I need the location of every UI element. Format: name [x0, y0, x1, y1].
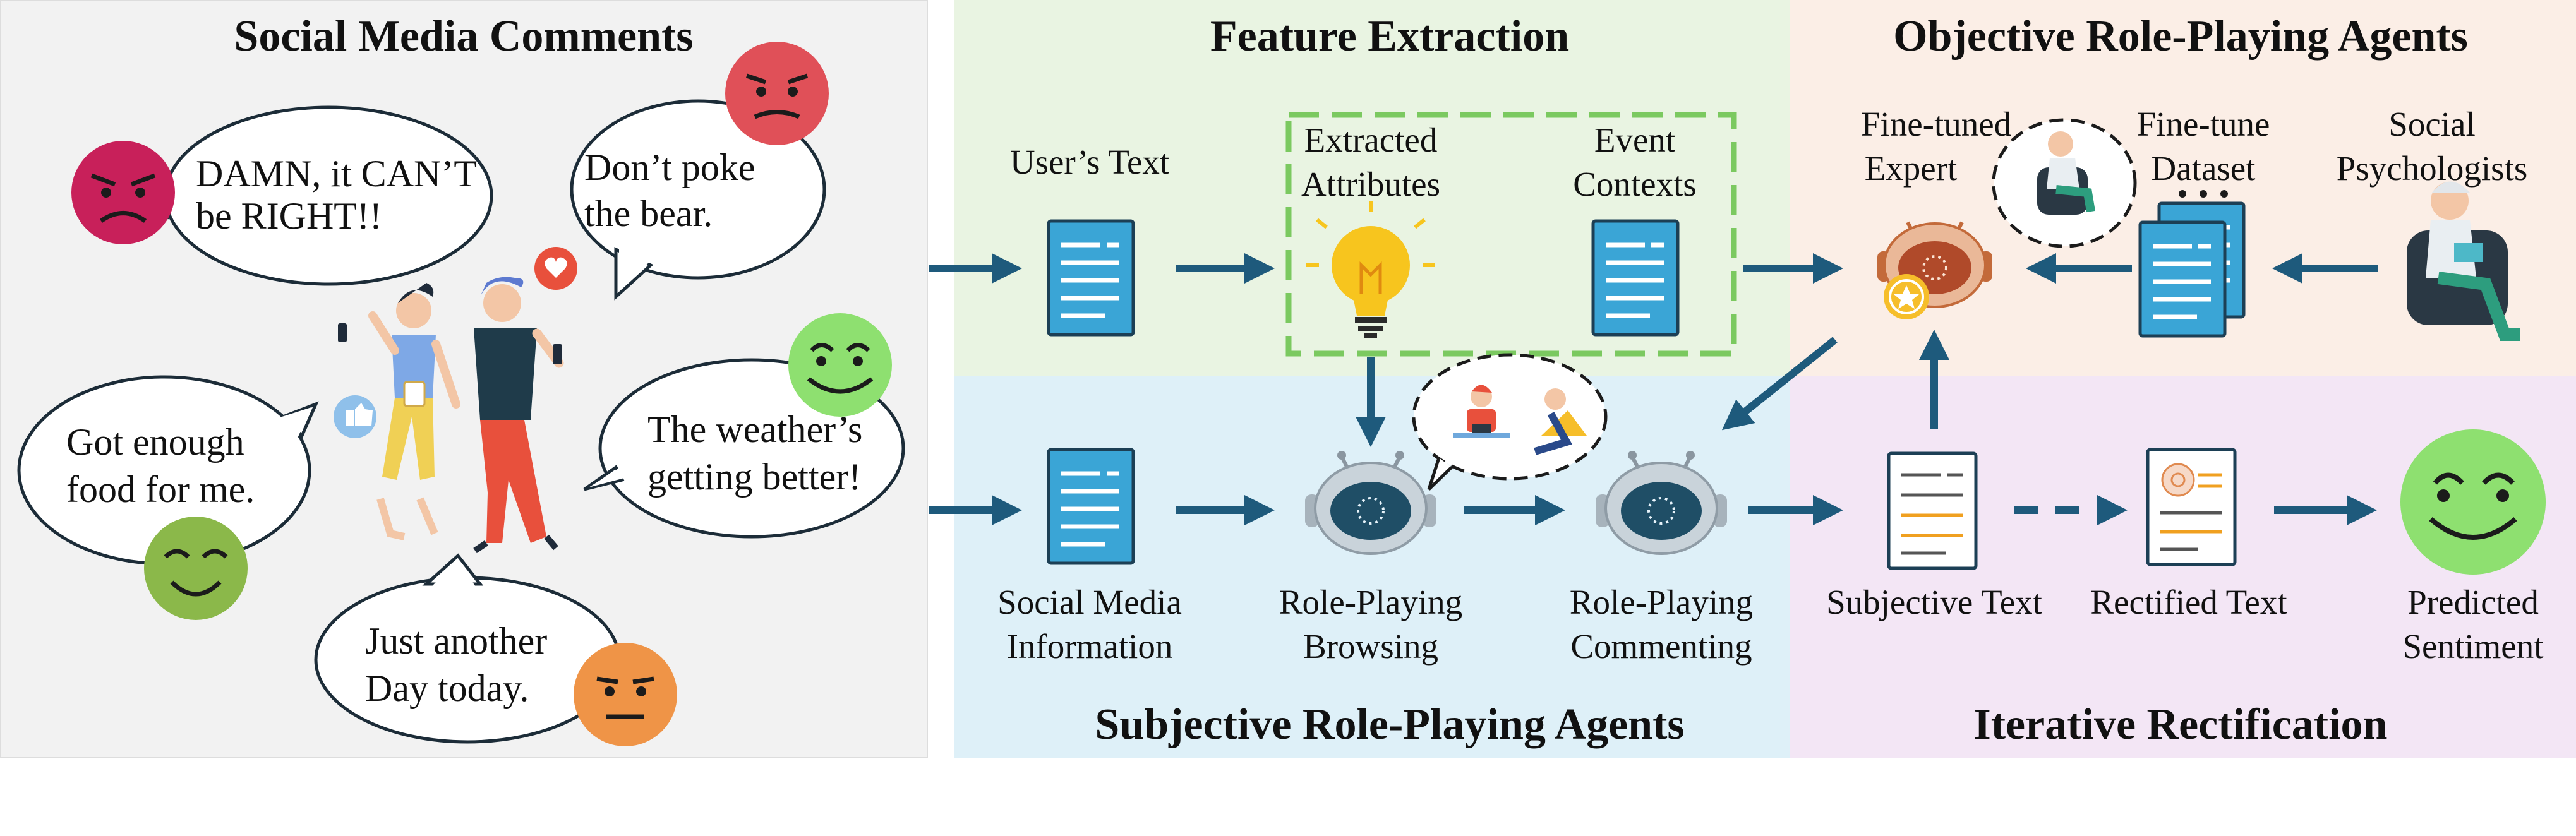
title-iterative-rectification: Iterative Rectification	[1974, 700, 2388, 749]
ellipsis-dots	[2179, 190, 2228, 198]
label-predicted-sentiment-line2: Sentiment	[2402, 627, 2543, 666]
label-finetuned-expert-line2: Expert	[1865, 149, 1958, 188]
angry-face-icon	[71, 141, 175, 244]
comment-4-line2: getting better!	[647, 456, 861, 498]
label-extracted-attributes-line2: Attributes	[1301, 165, 1440, 203]
comment-5-line1: Just another	[365, 620, 547, 662]
label-predicted-sentiment-line1: Predicted	[2407, 583, 2539, 621]
subjective-text-document-icon	[1887, 451, 1978, 570]
comment-3-line1: Got enough	[66, 421, 244, 463]
label-social-psychologists-line2: Psychologists	[2337, 149, 2528, 188]
comment-4-line1: The weather’s	[647, 409, 862, 450]
title-social-media-comments: Social Media Comments	[234, 12, 693, 61]
title-feature-extraction: Feature Extraction	[1210, 12, 1569, 61]
couple-with-phones-illustration	[334, 247, 577, 554]
label-finetune-dataset-line1: Fine-tune	[2137, 105, 2270, 143]
label-browsing-line1: Role-Playing	[1279, 583, 1462, 621]
comment-bubble-2: Don’t poke the bear.	[570, 99, 826, 301]
social-psychologist-illustration	[2407, 181, 2520, 341]
comment-1-line2: be RIGHT!!	[196, 195, 382, 237]
rectified-text-document-icon	[2146, 448, 2237, 566]
annoyed-face-icon	[725, 42, 829, 145]
label-users-text: User’s Text	[1010, 143, 1169, 181]
comment-2-line1: Don’t poke	[584, 146, 755, 188]
label-rectified-text: Rectified Text	[2090, 583, 2287, 621]
event-contexts-document-icon	[1593, 221, 1678, 335]
fine-tuned-expert-robot-icon	[1877, 221, 1992, 319]
label-finetuned-expert-line1: Fine-tuned	[1861, 105, 2011, 143]
social-media-information-document-icon	[1049, 450, 1133, 563]
browsing-thought-bubble	[1412, 353, 1608, 491]
comment-3-line2: food for me.	[66, 469, 255, 510]
happy-face-icon	[788, 313, 892, 417]
label-extracted-attributes-line1: Extracted	[1304, 121, 1438, 159]
neutral-face-icon	[574, 643, 677, 746]
content-face-icon	[144, 517, 248, 620]
label-commenting-line2: Commenting	[1570, 627, 1752, 666]
comment-5-line2: Day today.	[365, 667, 529, 709]
users-text-document-icon	[1049, 221, 1133, 335]
title-subjective-agents: Subjective Role-Playing Agents	[1095, 700, 1684, 749]
comment-2-line2: the bear.	[584, 193, 713, 234]
label-commenting-line1: Role-Playing	[1570, 583, 1753, 621]
title-objective-agents: Objective Role-Playing Agents	[1893, 12, 2468, 61]
label-social-media-info-line1: Social Media	[997, 583, 1182, 621]
label-social-media-info-line2: Information	[1007, 627, 1173, 666]
expert-thought-bubble	[1992, 118, 2137, 248]
label-finetune-dataset-line2: Dataset	[2152, 149, 2256, 188]
finetune-dataset-document-stack-icon	[2140, 203, 2244, 336]
comment-bubble-1: DAMN, it CAN’T be RIGHT!!	[164, 105, 493, 286]
label-subjective-text: Subjective Text	[1826, 583, 2042, 621]
label-social-psychologists-line1: Social	[2388, 105, 2475, 143]
comment-bubble-3: Got enough food for me.	[17, 375, 319, 566]
predicted-sentiment-happy-face-icon	[2400, 429, 2546, 575]
comment-1-line1: DAMN, it CAN’T	[196, 153, 477, 194]
label-event-contexts-line2: Contexts	[1573, 165, 1697, 203]
lightbulb-icon	[1306, 201, 1435, 338]
flow-arrows	[929, 253, 2378, 525]
label-browsing-line2: Browsing	[1303, 627, 1438, 666]
comment-bubble-5: Just another Day today.	[314, 553, 621, 744]
label-event-contexts-line1: Event	[1594, 121, 1675, 159]
